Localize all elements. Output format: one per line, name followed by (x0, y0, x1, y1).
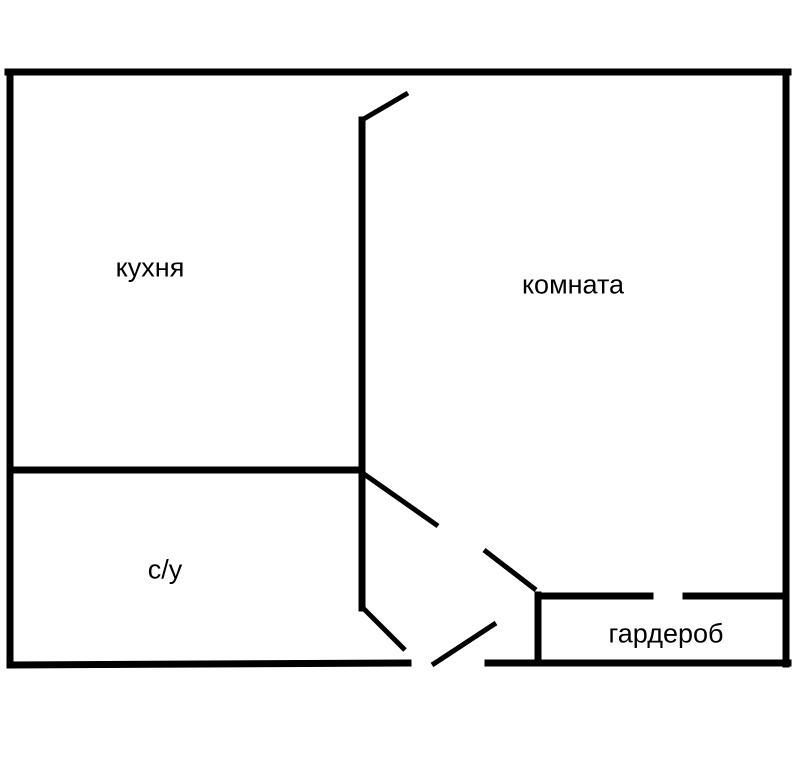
bathroom-door-upper (362, 471, 440, 529)
bottom-wall-left (6, 659, 412, 669)
room-label-bathroom: с/у (147, 554, 183, 585)
entrance-door (430, 620, 498, 668)
corridor-wall-diagonal (482, 548, 538, 592)
kitchen-door (360, 90, 410, 123)
room-label-room: комната (521, 269, 625, 300)
entry-wall-diagonal (360, 605, 407, 652)
room-label-kitchen: кухня (115, 252, 185, 283)
room-label-wardrobe: гардероб (608, 618, 724, 649)
